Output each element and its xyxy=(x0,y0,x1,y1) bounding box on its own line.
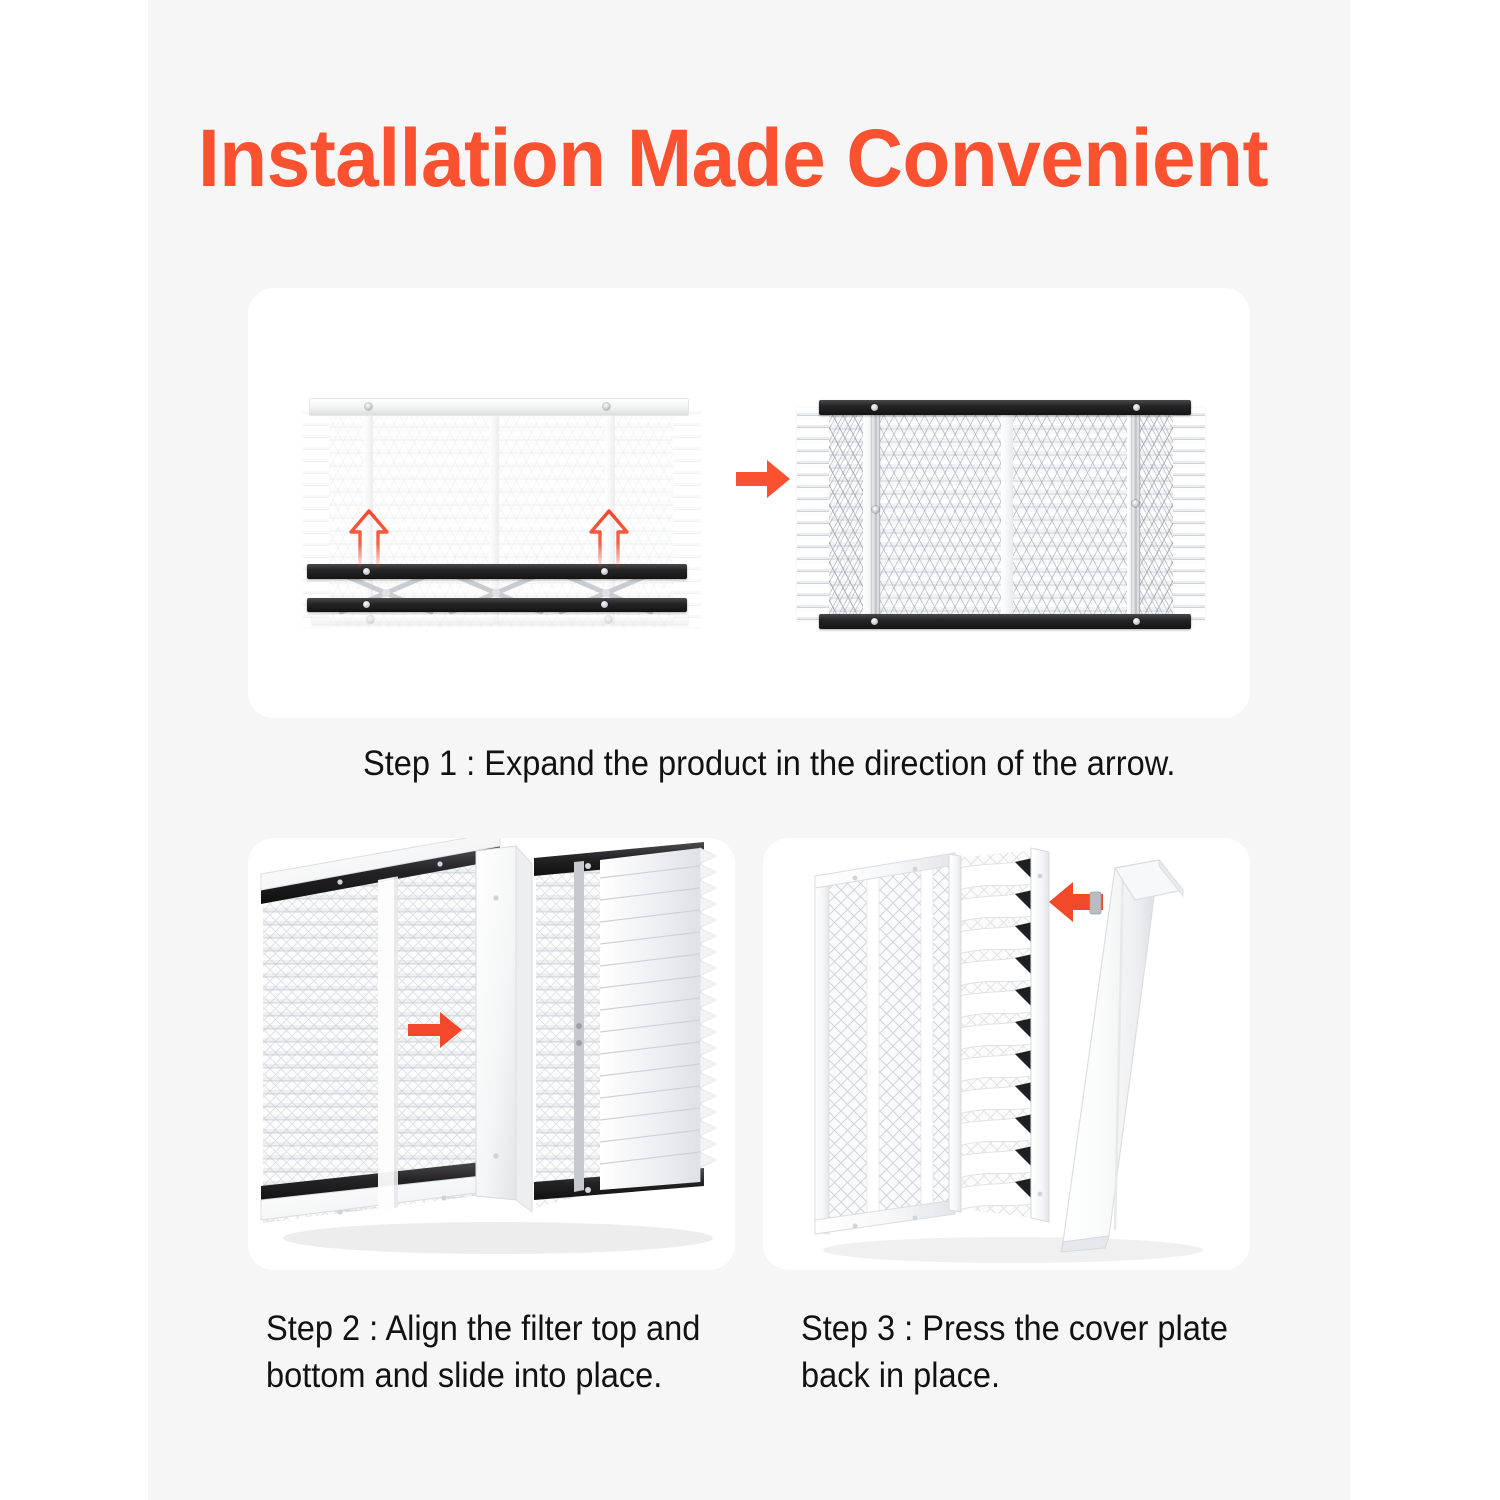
step1-card xyxy=(248,288,1250,718)
cover-plate-clip xyxy=(1089,891,1102,915)
step3-card xyxy=(763,838,1250,1270)
page-title: Installation Made Convenient xyxy=(198,113,1269,204)
filter-pleat-edge-right xyxy=(1171,408,1205,620)
slide-arrow-icon xyxy=(408,1012,462,1048)
collapsed-filter-mid-rail xyxy=(307,564,687,579)
expanded-filter-figure xyxy=(797,388,1207,643)
collapsed-filter-bottom-rail xyxy=(307,598,687,612)
filter-support-strip-right xyxy=(1131,410,1140,616)
step3-illustration xyxy=(814,847,1203,1263)
filter-housing-body xyxy=(814,847,1050,1235)
step2-illustration xyxy=(260,838,717,1254)
transition-arrow-icon xyxy=(736,460,790,498)
filter-support-strip-left xyxy=(871,410,880,616)
expand-arrow-right-icon xyxy=(589,509,629,572)
collapsed-filter-figure xyxy=(303,392,703,642)
step1-caption: Step 1 : Expand the product in the direc… xyxy=(363,744,1176,783)
step2-card xyxy=(248,838,735,1270)
expanded-filter-bottom-rail xyxy=(819,614,1191,629)
expanded-filter-top-rail xyxy=(819,400,1191,415)
cover-plate xyxy=(1060,858,1185,1253)
expand-arrow-left-icon xyxy=(349,509,389,572)
filter-pleat-comb xyxy=(599,847,717,1190)
filter-cartridge xyxy=(534,842,717,1208)
housing-top-rail xyxy=(261,844,500,904)
step3-caption: Step 3 : Press the cover plate back in p… xyxy=(801,1309,1229,1395)
filter-pleat-edge-left xyxy=(797,408,831,620)
step2-caption: Step 2 : Align the filter top and bottom… xyxy=(266,1309,701,1395)
press-arrow-icon xyxy=(1049,882,1103,922)
housing-pleat-leaves xyxy=(958,857,1033,1211)
collapsed-filter-top-rail xyxy=(309,398,689,416)
